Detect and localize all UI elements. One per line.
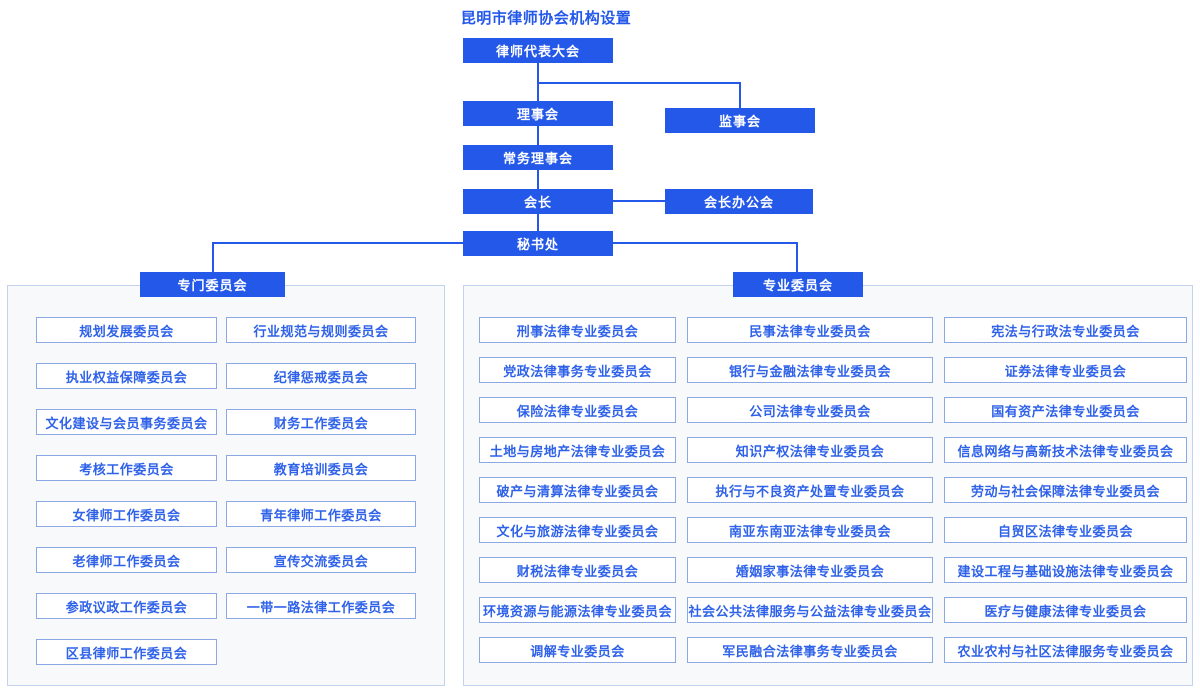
connector-secretariat-professional-h — [613, 242, 798, 244]
professional-committee-box: 保险法律专业委员会 — [479, 397, 676, 423]
special-committee-box: 女律师工作委员会 — [36, 501, 217, 527]
professional-committee-box: 知识产权法律专业委员会 — [687, 437, 933, 463]
professional-committee-box: 执行与不良资产处置专业委员会 — [687, 477, 933, 503]
professional-committee-box: 财税法律专业委员会 — [479, 557, 676, 583]
special-committee-box: 区县律师工作委员会 — [36, 639, 217, 665]
professional-committee-box: 破产与清算法律专业委员会 — [479, 477, 676, 503]
node-president-office: 会长办公会 — [665, 189, 813, 214]
special-committee-box: 纪律惩戒委员会 — [226, 363, 416, 389]
node-standing-council: 常务理事会 — [463, 145, 613, 170]
professional-committees-panel: 刑事法律专业委员会民事法律专业委员会宪法与行政法专业委员会党政法律事务专业委员会… — [463, 285, 1193, 686]
special-committee-box: 青年律师工作委员会 — [226, 501, 416, 527]
node-lawyers-congress: 律师代表大会 — [463, 38, 613, 63]
professional-committee-box: 社会公共法律服务与公益法律专业委员会 — [687, 597, 933, 623]
node-supervisory-board: 监事会 — [665, 108, 815, 133]
professional-committee-box: 调解专业委员会 — [479, 637, 676, 663]
professional-committee-box: 公司法律专业委员会 — [687, 397, 933, 423]
connector-congress-supervisory-v — [739, 82, 741, 108]
professional-committee-box: 信息网络与高新技术法律专业委员会 — [944, 437, 1187, 463]
professional-committee-box: 军民融合法律事务专业委员会 — [687, 637, 933, 663]
professional-committee-box: 宪法与行政法专业委员会 — [944, 317, 1187, 343]
special-committee-box: 宣传交流委员会 — [226, 547, 416, 573]
professional-committee-box: 土地与房地产法律专业委员会 — [479, 437, 676, 463]
connector-secretariat-special-h — [212, 242, 463, 244]
professional-committee-box: 文化与旅游法律专业委员会 — [479, 517, 676, 543]
special-committee-box: 规划发展委员会 — [36, 317, 217, 343]
connector-president-secretariat — [537, 214, 539, 231]
professional-committee-box: 医疗与健康法律专业委员会 — [944, 597, 1187, 623]
special-committee-box: 一带一路法律工作委员会 — [226, 593, 416, 619]
professional-committee-box: 婚姻家事法律专业委员会 — [687, 557, 933, 583]
header-special-committees: 专门委员会 — [140, 272, 285, 297]
professional-committee-box: 刑事法律专业委员会 — [479, 317, 676, 343]
professional-committee-box: 劳动与社会保障法律专业委员会 — [944, 477, 1187, 503]
connector-congress-supervisory-h — [537, 82, 741, 84]
node-council: 理事会 — [463, 101, 613, 126]
special-committee-box: 老律师工作委员会 — [36, 547, 217, 573]
special-committee-box: 教育培训委员会 — [226, 455, 416, 481]
connector-council-standing — [537, 126, 539, 145]
professional-committee-box: 农业农村与社区法律服务专业委员会 — [944, 637, 1187, 663]
professional-committee-box: 民事法律专业委员会 — [687, 317, 933, 343]
professional-committee-box: 建设工程与基础设施法律专业委员会 — [944, 557, 1187, 583]
special-committee-box: 考核工作委员会 — [36, 455, 217, 481]
professional-committee-box: 国有资产法律专业委员会 — [944, 397, 1187, 423]
special-committee-box: 参政议政工作委员会 — [36, 593, 217, 619]
special-committee-box: 文化建设与会员事务委员会 — [36, 409, 217, 435]
special-committee-box: 执业权益保障委员会 — [36, 363, 217, 389]
professional-committee-box: 环境资源与能源法律专业委员会 — [479, 597, 676, 623]
professional-committee-box: 银行与金融法律专业委员会 — [687, 357, 933, 383]
special-committees-panel: 规划发展委员会行业规范与规则委员会执业权益保障委员会纪律惩戒委员会文化建设与会员… — [7, 285, 445, 686]
connector-secretariat-professional-v — [796, 242, 798, 272]
connector-standing-president — [537, 170, 539, 189]
professional-committee-box: 自贸区法律专业委员会 — [944, 517, 1187, 543]
professional-committee-box: 证券法律专业委员会 — [944, 357, 1187, 383]
connector-president-office — [613, 200, 665, 202]
connector-secretariat-special-v — [212, 242, 214, 272]
node-secretariat: 秘书处 — [463, 231, 613, 256]
special-committee-box: 财务工作委员会 — [226, 409, 416, 435]
professional-committee-box: 南亚东南亚法律专业委员会 — [687, 517, 933, 543]
node-president: 会长 — [463, 189, 613, 214]
special-committee-box: 行业规范与规则委员会 — [226, 317, 416, 343]
professional-committee-box: 党政法律事务专业委员会 — [479, 357, 676, 383]
header-professional-committees: 专业委员会 — [733, 272, 863, 297]
page-title: 昆明市律师协会机构设置 — [460, 10, 632, 27]
